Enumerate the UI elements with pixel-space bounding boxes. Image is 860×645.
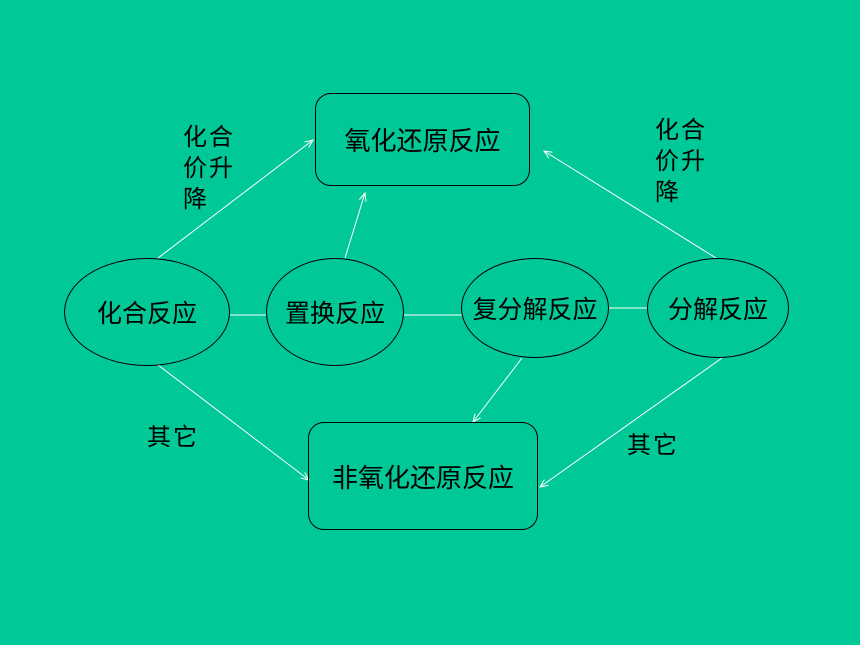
valence-left-line-1: 化合 [183,123,235,151]
arrow-decomposition-to-non-redox [540,357,723,487]
valence-change-label-right: 化合 价升 降 [655,115,707,208]
valence-left-line-3: 降 [183,185,209,213]
arrow-combination-to-redox [157,140,313,259]
decomposition-reaction-ellipse: 分解反应 [647,258,789,358]
other-label-left: 其它 [147,423,199,451]
redox-reaction-box: 氧化还原反应 [315,93,530,186]
arrow-double-decomposition-to-non-redox [473,357,523,422]
double-decomposition-reaction-ellipse: 复分解反应 [461,258,609,358]
displacement-reaction-ellipse: 置换反应 [266,258,404,366]
other-label-right: 其它 [627,431,679,459]
arrow-displacement-to-redox [344,193,365,259]
valence-right-line-3: 降 [655,178,681,206]
combination-reaction-ellipse: 化合反应 [64,258,230,366]
non-redox-reaction-box: 非氧化还原反应 [308,422,538,530]
arrow-combination-to-non-redox [157,364,309,480]
arrow-decomposition-to-redox [544,151,717,259]
valence-change-label-left: 化合 价升 降 [183,122,235,215]
valence-right-line-2: 价升 [655,147,707,175]
valence-left-line-2: 价升 [183,154,235,182]
valence-right-line-1: 化合 [655,116,707,144]
